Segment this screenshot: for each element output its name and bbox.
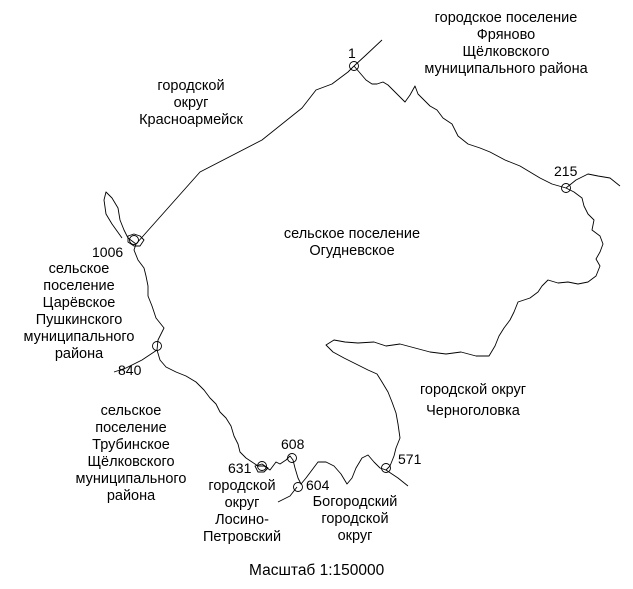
region-line: муниципального (23, 329, 135, 345)
region-line: Щёлковского (87, 454, 175, 470)
region-line: сельское (48, 261, 110, 277)
point-marker-840 (152, 341, 162, 351)
region-label-tsarevskoe: сельское поселение Царёвское Пушкинского… (4, 261, 154, 363)
point-marker-215 (561, 183, 571, 193)
region-label-losino: городской округ Лосино- Петровский (192, 478, 292, 546)
region-line: района (54, 346, 104, 362)
region-line: поселение (95, 420, 167, 436)
boundary-loop-631 (254, 463, 269, 473)
region-line: муниципального (75, 471, 187, 487)
point-label-631: 631 (228, 460, 252, 476)
region-line: городской (208, 478, 276, 494)
boundary-line-215 (565, 173, 621, 189)
region-line: поселение (43, 278, 115, 294)
region-line: городской округ (419, 382, 527, 398)
region-line: городской (321, 511, 389, 527)
region-label-center: сельское поселение Огудневское (262, 226, 442, 260)
region-label-chernogolovka: городской округ Черноголовка (398, 382, 548, 420)
region-label-bogorodsky: Богородский городской округ (300, 494, 410, 545)
region-line: округ (337, 528, 373, 544)
northwest-boundary (135, 65, 355, 245)
region-line: Огудневское (309, 243, 395, 259)
region-line: Богородский (312, 494, 398, 510)
point-marker-604 (293, 482, 303, 492)
point-marker-608 (287, 453, 297, 463)
point-label-215: 215 (554, 163, 578, 179)
region-line: городской (157, 78, 225, 94)
region-line: городское поселение (434, 10, 578, 26)
boundary-loop-1006 (127, 233, 145, 247)
boundary-line-840 (113, 349, 158, 373)
region-line: округ (224, 495, 260, 511)
boundary-line-north (353, 39, 383, 67)
point-marker-571 (381, 463, 391, 473)
point-marker-1006 (129, 235, 139, 245)
region-line: Красноармейск (139, 112, 243, 128)
point-label-1006: 1006 (92, 244, 124, 260)
region-line: района (106, 488, 156, 504)
map-scale: Масштаб 1:150000 (249, 562, 385, 579)
region-label-krasnoarmeysk: городской округ Красноармейск (126, 78, 256, 129)
boundary-line-571 (385, 469, 409, 487)
point-marker-1 (349, 61, 359, 71)
point-label-840: 840 (118, 362, 142, 378)
region-line: муниципального района (424, 61, 588, 77)
region-line: сельское поселение (283, 226, 421, 242)
point-label-608: 608 (281, 436, 305, 452)
region-line: Пушкинского (35, 312, 123, 328)
region-line: Лосино- (215, 512, 269, 528)
point-label-571: 571 (398, 451, 422, 467)
region-line: Черноголовка (426, 403, 520, 419)
point-label-604: 604 (306, 477, 330, 493)
region-line: Трубинское (92, 437, 170, 453)
region-label-trubinskoe: сельское поселение Трубинское Щёлковског… (56, 403, 206, 505)
region-line: сельское (100, 403, 162, 419)
settlement-boundary (103, 65, 604, 485)
region-label-fryanovo: городское поселение Фряново Щёлковского … (400, 10, 612, 78)
point-marker-631 (257, 461, 267, 471)
region-line: Фряново (476, 27, 536, 43)
region-line: округ (173, 95, 209, 111)
point-label-1: 1 (348, 45, 356, 61)
region-line: Царёвское (42, 295, 116, 311)
region-line: Щёлковского (462, 44, 550, 60)
region-line: Петровский (202, 529, 282, 545)
